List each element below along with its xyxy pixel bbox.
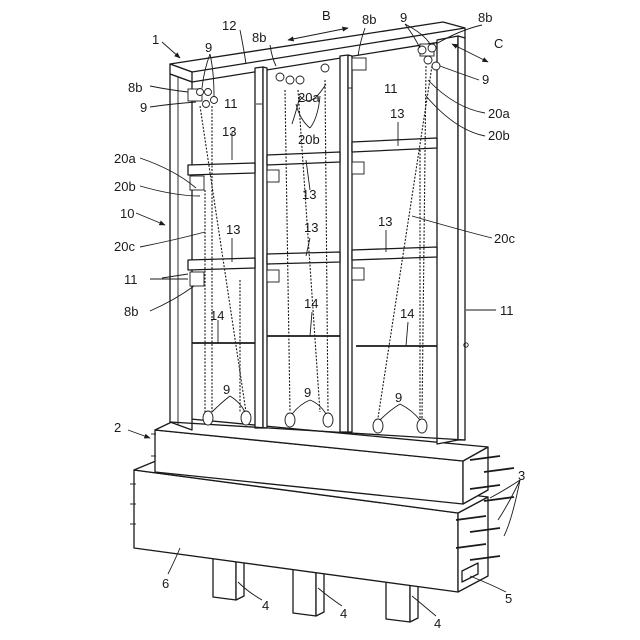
label-8b-top-mid: 8b (252, 30, 266, 45)
label-13-ul: 13 (222, 124, 236, 139)
label-8b-far-right: 8b (478, 10, 492, 25)
label-3: 3 (518, 468, 525, 483)
label-20b-mid: 20b (298, 132, 320, 147)
label-11-top-right: 11 (384, 81, 398, 96)
label-20a-right: 20a (488, 106, 510, 121)
label-14-mid: 14 (304, 296, 318, 311)
label-4-mid: 4 (340, 606, 347, 621)
label-8b-top-right: 8b (362, 12, 376, 27)
label-14-right: 14 (400, 306, 414, 321)
label-20c-right: 20c (494, 231, 515, 246)
frame (170, 22, 468, 444)
label-9-top-right: 9 (400, 10, 407, 25)
label-B: B (322, 8, 331, 23)
label-5: 5 (505, 591, 512, 606)
label-4-right: 4 (434, 616, 441, 631)
label-9-bottom-mid: 9 (304, 385, 311, 400)
label-11-top-mid: 11 (224, 96, 238, 111)
label-4-left: 4 (262, 598, 269, 613)
label-2: 2 (114, 420, 121, 435)
label-9-left: 9 (140, 100, 147, 115)
label-6: 6 (162, 576, 169, 591)
label-20a-left: 20a (114, 151, 136, 166)
label-12: 12 (222, 18, 236, 33)
label-20a-mid: 20a (298, 90, 320, 105)
label-11-left: 11 (124, 272, 138, 287)
label-8b-lower-left: 8b (124, 304, 138, 319)
label-13-mr: 13 (378, 214, 392, 229)
label-9-top-left: 9 (205, 40, 212, 55)
label-13-ur: 13 (390, 106, 404, 121)
label-13-ml: 13 (226, 222, 240, 237)
label-20b-left: 20b (114, 179, 136, 194)
label-9-right: 9 (482, 72, 489, 87)
label-9-bottom-left: 9 (223, 382, 230, 397)
label-8b-left: 8b (128, 80, 142, 95)
label-13-mm: 13 (304, 220, 318, 235)
cross-members (188, 44, 437, 286)
label-C: C (494, 36, 503, 51)
label-14-left: 14 (210, 308, 224, 323)
spreader-bars (192, 336, 437, 346)
label-11-right: 11 (500, 303, 514, 318)
label-10: 10 (120, 206, 134, 221)
label-9-bottom-right: 9 (395, 390, 402, 405)
label-20c-left: 20c (114, 239, 135, 254)
label-20b-right: 20b (488, 128, 510, 143)
label-13-um: 13 (302, 187, 316, 202)
label-1: 1 (152, 32, 159, 47)
